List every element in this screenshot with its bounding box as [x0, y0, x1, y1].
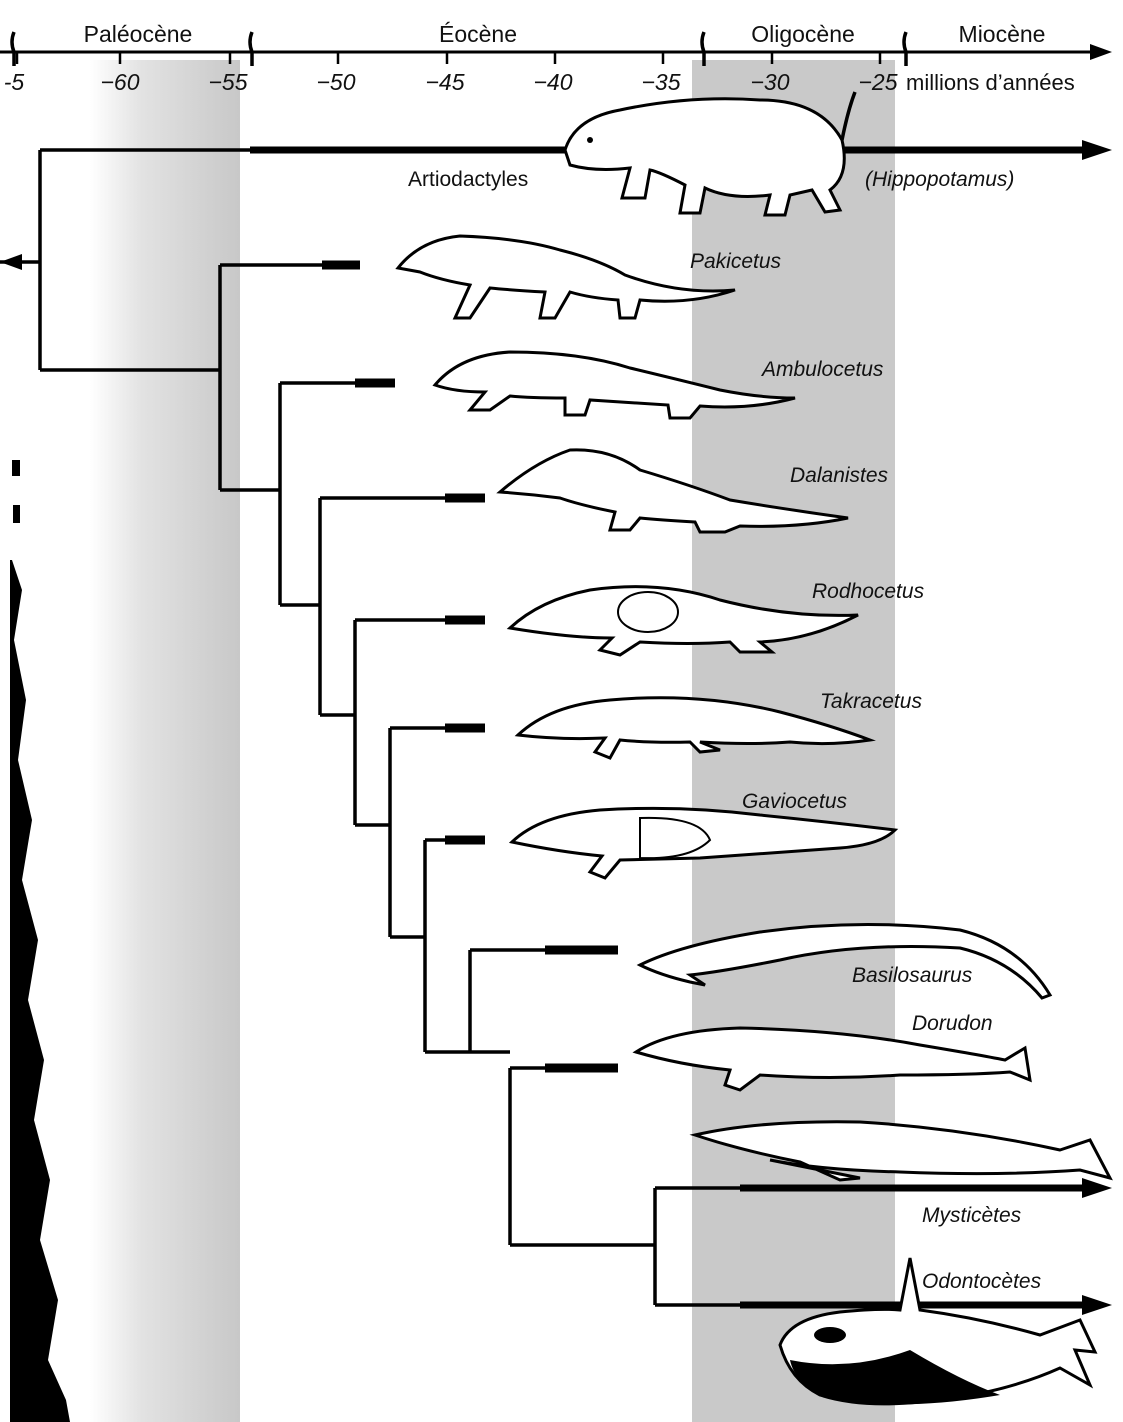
epoch-label-paleocene: Paléocène [84, 21, 193, 47]
axis-unit-label: millions d’années [906, 70, 1075, 95]
tick-label: −45 [425, 69, 464, 95]
arrow-odontocetes [1082, 1295, 1112, 1315]
label-pakicetus: Pakicetus [690, 250, 782, 273]
tick-label: −25 [858, 69, 897, 95]
label-basilosaurus: Basilosaurus [852, 964, 973, 987]
root-arrow [0, 254, 22, 270]
density-mark [13, 505, 20, 523]
label-mysticetes: Mysticètes [922, 1204, 1022, 1227]
tick-label: -5 [4, 69, 25, 95]
tick-label: −60 [100, 69, 139, 95]
epoch-label-miocene: Miocène [959, 21, 1046, 47]
tick-label: −30 [750, 69, 789, 95]
time-axis-arrowhead [1090, 44, 1112, 60]
tick-label: −50 [316, 69, 355, 95]
tick-label: −35 [641, 69, 680, 95]
epoch-boundary [904, 32, 906, 66]
label-dalanistes: Dalanistes [790, 464, 889, 487]
label-odontocetes: Odontocètes [922, 1270, 1042, 1293]
arrow-artiodactyles [1082, 140, 1112, 160]
epoch-boundary [12, 32, 14, 66]
density-band [10, 560, 70, 1422]
label-ambulocetus: Ambulocetus [760, 358, 884, 381]
label-dorudon: Dorudon [912, 1012, 993, 1035]
epoch-boundary [702, 32, 704, 66]
epoch-label-eocene: Éocène [439, 21, 517, 47]
epoch-boundary [250, 32, 252, 66]
label-gaviocetus: Gaviocetus [742, 790, 848, 813]
label-takracetus: Takracetus [820, 690, 922, 713]
epoch-label-oligocene: Oligocène [751, 21, 855, 47]
paleocene-shade [90, 60, 240, 1422]
tick-label: −55 [208, 69, 247, 95]
label-artiodactyles: Artiodactyles [408, 168, 528, 191]
arrow-mysticetes [1082, 1178, 1112, 1198]
label-hippopotamus: (Hippopotamus) [865, 168, 1014, 191]
pakicetus-drawing [398, 236, 735, 318]
label-rodhocetus: Rodhocetus [812, 580, 925, 603]
density-mark [12, 460, 20, 476]
tick-label: −40 [533, 69, 572, 95]
